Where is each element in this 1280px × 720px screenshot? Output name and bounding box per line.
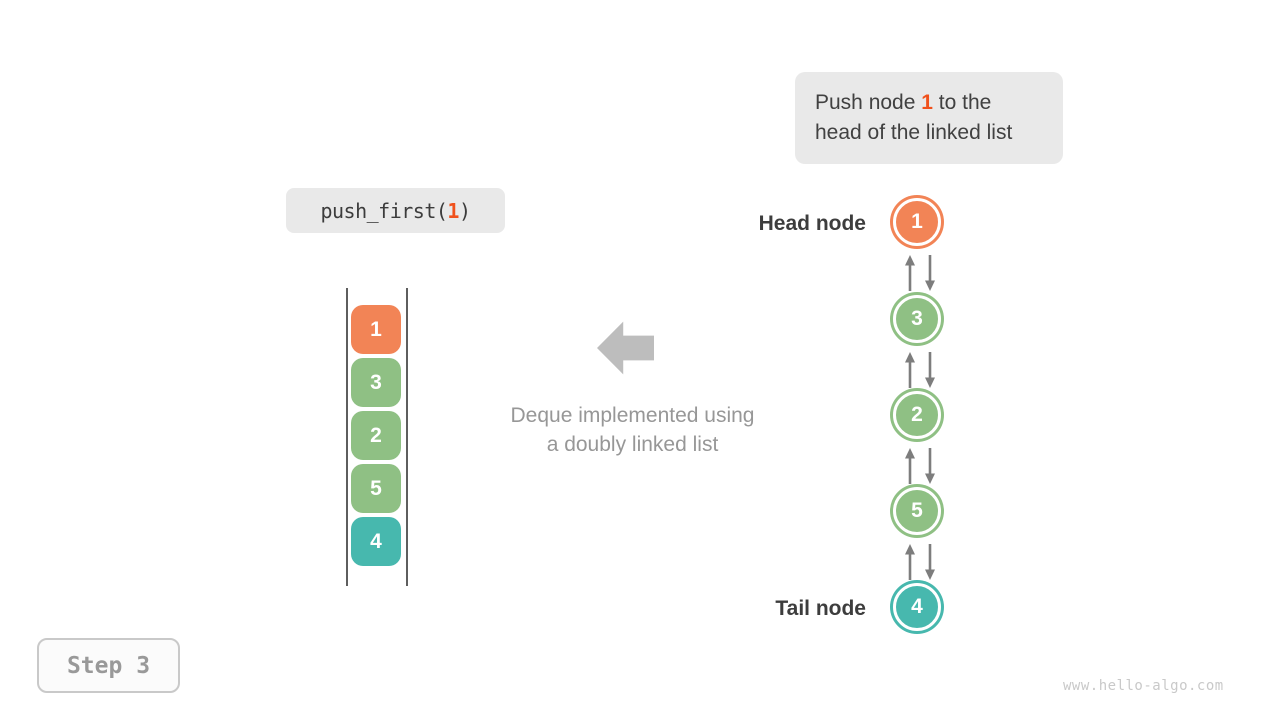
stack-item: 4 xyxy=(351,517,401,566)
doubly-linked-arrows-icon xyxy=(905,544,935,580)
code-suffix: ) xyxy=(458,198,471,223)
left-block-arrow-icon xyxy=(597,321,654,375)
list-node: 2 xyxy=(893,391,941,439)
stack-left-wall xyxy=(346,288,348,586)
doubly-linked-arrows-icon xyxy=(905,352,935,388)
caption: Deque implemented using a doubly linked … xyxy=(480,401,785,459)
code-prefix: push_first( xyxy=(320,198,448,223)
doubly-linked-arrows-icon xyxy=(905,448,935,484)
doubly-linked-arrows-icon xyxy=(905,255,935,291)
list-node-head: 1 xyxy=(893,198,941,246)
stack-right-wall xyxy=(406,288,408,586)
stack-item: 1 xyxy=(351,305,401,354)
step-badge: Step 3 xyxy=(37,638,180,693)
instruction-callout: Push node 1 to the head of the linked li… xyxy=(795,72,1063,164)
deque-stack: 1 3 2 5 4 xyxy=(351,305,401,566)
head-node-label: Head node xyxy=(758,212,866,235)
caption-line2: a doubly linked list xyxy=(546,433,719,456)
instruction-text-before: Push node xyxy=(815,91,922,114)
watermark: www.hello-algo.com xyxy=(1063,678,1224,694)
list-node: 3 xyxy=(893,295,941,343)
stack-item: 5 xyxy=(351,464,401,513)
list-node-tail: 4 xyxy=(893,583,941,631)
code-arg: 1 xyxy=(447,198,459,223)
tail-node-label: Tail node xyxy=(775,597,866,620)
instruction-highlight-value: 1 xyxy=(921,91,933,114)
list-node: 5 xyxy=(893,487,941,535)
code-call-label: push_first(1) xyxy=(286,188,505,233)
stack-item: 2 xyxy=(351,411,401,460)
caption-line1: Deque implemented using xyxy=(510,404,755,427)
stack-item: 3 xyxy=(351,358,401,407)
instruction-text-after: to the head of the linked list xyxy=(815,91,1013,144)
